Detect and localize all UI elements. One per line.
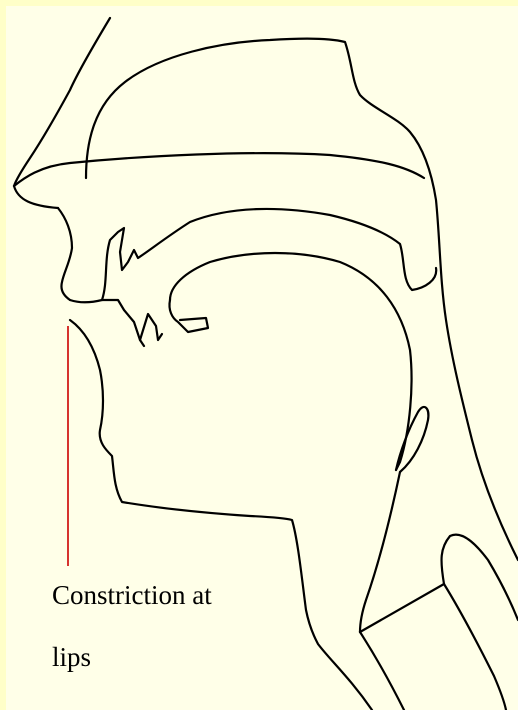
trachea: [360, 632, 404, 710]
larynx-front: [360, 472, 400, 632]
tongue: [170, 253, 412, 470]
larynx-back: [442, 535, 518, 620]
constriction-label-line-2: lips: [52, 644, 91, 671]
hard-palate: [102, 209, 436, 300]
chin-jaw: [70, 320, 372, 710]
esophagus: [444, 584, 506, 710]
vocal-fold: [360, 584, 444, 632]
tongue-tip: [169, 300, 208, 332]
upper-lip: [58, 208, 72, 300]
lower-lip: [70, 300, 144, 346]
nose-profile: [14, 18, 110, 208]
constriction-label-line-1: Constriction at: [52, 582, 212, 609]
nasopharynx-wall: [86, 39, 518, 560]
lower-teeth: [140, 314, 162, 340]
nasal-floor: [14, 153, 424, 186]
